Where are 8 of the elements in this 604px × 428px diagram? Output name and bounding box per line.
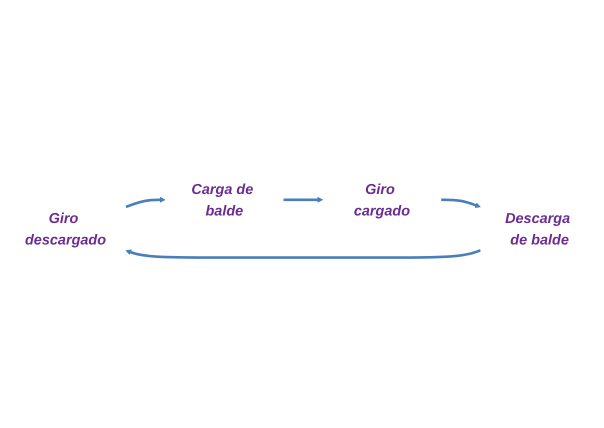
arrow [125, 196, 166, 208]
arrow [441, 198, 481, 208]
arrow [126, 248, 481, 259]
node-text: Descarga de balde [505, 209, 570, 248]
node-text: Carga de balde [191, 180, 254, 219]
arrow [283, 196, 324, 202]
node-text: Giro cargado [354, 180, 410, 219]
node-text: Giro descargado [24, 209, 106, 248]
